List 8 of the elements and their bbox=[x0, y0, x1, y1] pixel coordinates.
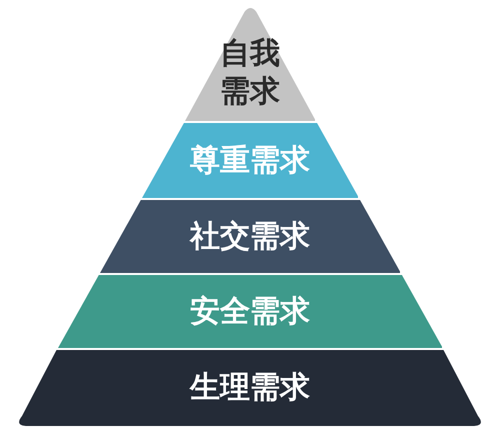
tier-label: 社交需求 bbox=[188, 218, 311, 256]
tier-label: 安全需求 bbox=[188, 292, 311, 330]
tier-label: 自我需求 bbox=[218, 35, 281, 111]
pyramid-tier bbox=[100, 200, 400, 273]
pyramid-tier bbox=[142, 123, 358, 198]
pyramid-tier bbox=[58, 275, 442, 348]
tier-label: 生理需求 bbox=[188, 369, 311, 407]
tier-label: 尊重需求 bbox=[188, 142, 311, 180]
